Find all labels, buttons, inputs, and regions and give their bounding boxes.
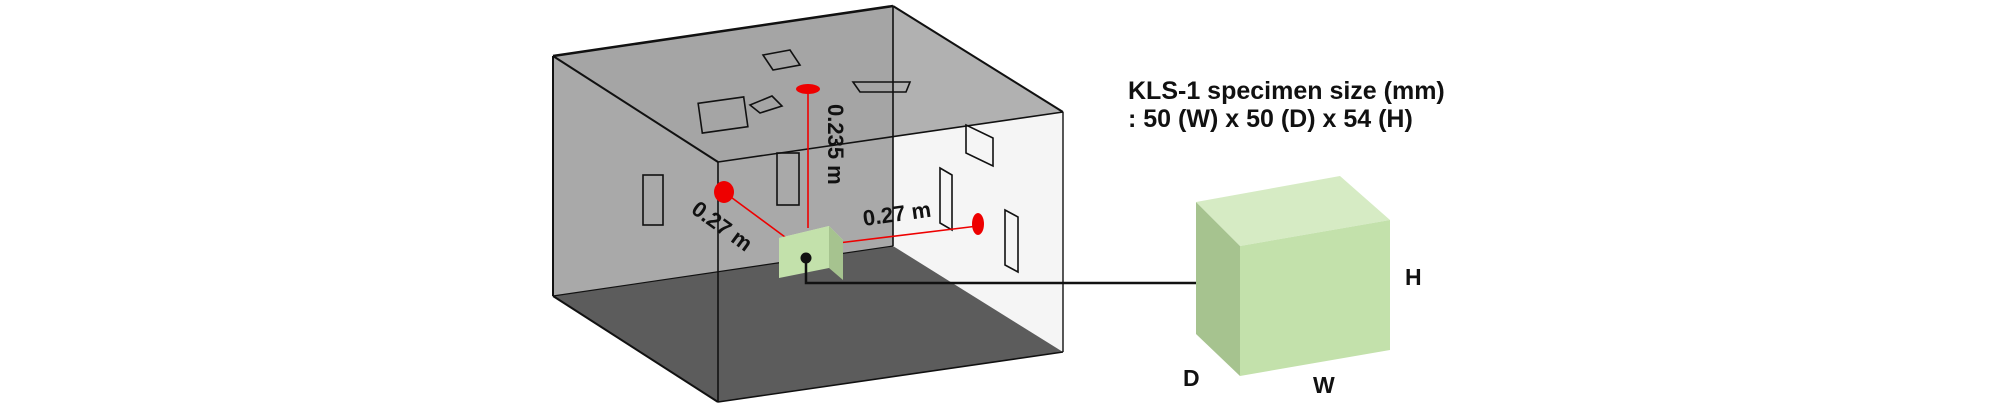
chamber-openings: [642, 49, 1019, 274]
line-left: [723, 191, 786, 238]
vent-back-wall-mid: [776, 152, 800, 206]
edge-ceiling-left: [552, 55, 719, 163]
vent-right-wall-2: [939, 166, 953, 232]
vent-right-wall-3: [1004, 208, 1019, 274]
callout: [800, 252, 1222, 285]
vent-ceiling-3: [851, 81, 912, 93]
dimension-label-d: D: [1183, 365, 1200, 391]
specimen-title-line2: : 50 (W) x 50 (D) x 54 (H): [1128, 105, 1413, 133]
callout-dot: [800, 252, 812, 264]
edge-ceiling-right: [892, 5, 1064, 113]
floor: [553, 246, 1063, 402]
specimen-top-face: [1196, 176, 1390, 246]
specimen-small: [779, 226, 843, 280]
ceiling-back-edge: [552, 4, 894, 58]
distance-lines: [723, 90, 979, 245]
sensor-markers: [714, 84, 984, 235]
edge-floor-front: [717, 351, 1064, 403]
test-chamber: [552, 4, 1064, 403]
line-right: [829, 225, 979, 245]
specimen-detail: [1196, 176, 1390, 376]
vent-ceiling-1: [761, 49, 802, 71]
vent-right-wall-1: [965, 123, 994, 168]
callout-line: [804, 258, 1222, 285]
specimen-side-face: [1196, 202, 1240, 376]
vent-back-wall-left: [697, 96, 749, 134]
dimension-label-w: W: [1313, 372, 1335, 398]
marker-left-wall: [714, 181, 734, 203]
specimen-small-side: [829, 226, 843, 280]
dimension-label-h: H: [1405, 264, 1422, 290]
marker-ceiling: [796, 84, 820, 94]
marker-right-wall: [972, 213, 984, 235]
specimen-small-front: [779, 226, 829, 278]
vent-ceiling-2: [748, 95, 784, 114]
vent-left-wall: [642, 174, 664, 226]
edge-floor-left: [552, 295, 719, 403]
specimen-front-face: [1240, 220, 1390, 376]
label-vertical-distance: 0.235 m: [823, 104, 848, 185]
edge-ceiling-front: [717, 111, 1064, 163]
specimen-title-line1: KLS-1 specimen size (mm): [1128, 77, 1445, 105]
